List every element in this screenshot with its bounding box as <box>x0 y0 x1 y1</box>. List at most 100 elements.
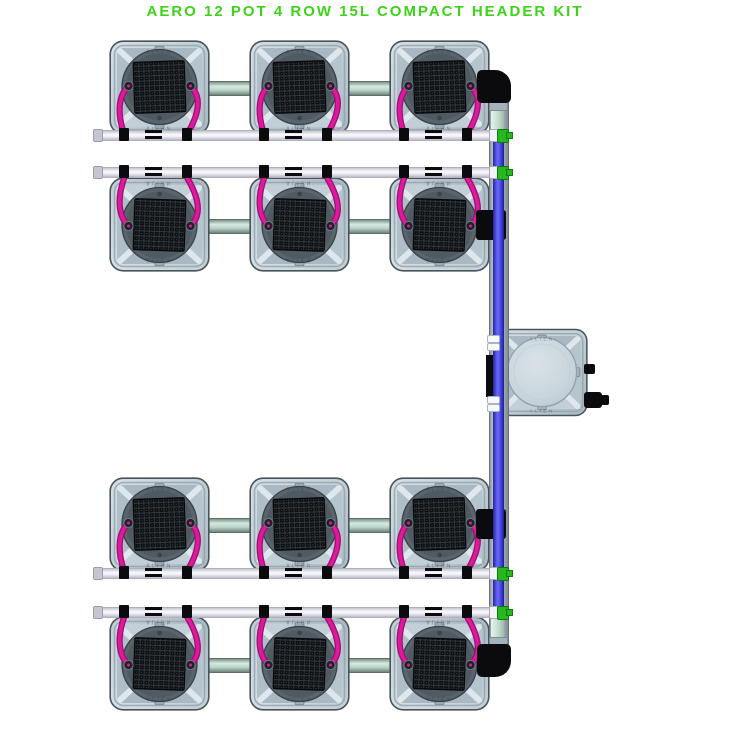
pot-emboss-bottom: ALIEN <box>426 619 452 625</box>
elbow-fitting-bottom <box>477 644 511 677</box>
pot-foot-mark <box>425 568 442 577</box>
tube-clamp-fitting <box>119 605 129 618</box>
pot: ALIEN ALIEN <box>389 40 490 135</box>
drain-end-cap <box>93 567 103 580</box>
header-coupling <box>486 355 495 397</box>
pot-emboss-top: ALIEN <box>426 50 452 56</box>
header-lid <box>506 336 578 408</box>
root-mesh-icon <box>132 497 187 551</box>
pot-foot-mark <box>285 568 302 577</box>
root-mesh-icon <box>132 60 187 114</box>
pot: ALIEN ALIEN <box>389 177 490 272</box>
pot: ALIEN ALIEN <box>389 616 490 711</box>
drain-valve-arm <box>506 132 513 139</box>
root-mesh-icon <box>272 637 327 691</box>
pot-emboss-top: ALIEN <box>286 257 312 263</box>
tube-clamp-fitting <box>182 566 192 579</box>
pot-foot-mark <box>145 607 162 616</box>
pot-foot-mark <box>425 607 442 616</box>
pot-emboss-bottom: ALIEN <box>426 564 452 570</box>
pot-emboss-bottom: ALIEN <box>286 564 312 570</box>
pot-emboss-bottom: ALIEN <box>426 180 452 186</box>
pot-emboss-bottom: ALIEN <box>146 619 172 625</box>
pot-emboss-top: ALIEN <box>286 696 312 702</box>
pot-foot-mark <box>285 130 302 139</box>
root-mesh-icon <box>412 198 467 252</box>
pot-emboss-bottom: ALIEN <box>286 127 312 133</box>
pot: ALIEN ALIEN <box>109 177 210 272</box>
pot-foot-mark <box>285 607 302 616</box>
pot: ALIEN ALIEN <box>249 477 350 572</box>
header-emboss-top: ALIEN <box>529 337 554 343</box>
tube-clamp-fitting <box>259 566 269 579</box>
header-port-small <box>584 364 595 374</box>
pipe-pale-segment-top <box>491 108 504 134</box>
tube-clamp-fitting <box>259 605 269 618</box>
pot-emboss-bottom: ALIEN <box>146 180 172 186</box>
tube-clamp-fitting <box>399 165 409 178</box>
root-mesh-icon <box>272 497 327 551</box>
root-mesh-icon <box>412 637 467 691</box>
root-mesh-icon <box>132 198 187 252</box>
root-mesh-icon <box>272 60 327 114</box>
pot-foot-mark <box>285 167 302 176</box>
drain-end-cap <box>93 166 103 179</box>
pot-emboss-top: ALIEN <box>286 50 312 56</box>
pot: ALIEN ALIEN <box>249 40 350 135</box>
tube-clamp-fitting <box>462 605 472 618</box>
tube-clamp-fitting <box>399 605 409 618</box>
header-port-tip <box>600 395 609 405</box>
root-mesh-icon <box>272 198 327 252</box>
tube-clamp-fitting <box>322 128 332 141</box>
header-emboss-bottom: ALIEN <box>529 408 554 414</box>
root-mesh-icon <box>412 497 467 551</box>
pot-emboss-top: ALIEN <box>426 487 452 493</box>
tube-clamp-fitting <box>119 165 129 178</box>
pot: ALIEN ALIEN <box>249 616 350 711</box>
tube-clamp-fitting <box>399 566 409 579</box>
pot-emboss-top: ALIEN <box>426 257 452 263</box>
pot-emboss-bottom: ALIEN <box>286 180 312 186</box>
tube-clamp-fitting <box>462 128 472 141</box>
elbow-fitting-top <box>477 70 511 103</box>
header-unit: ALIEN ALIEN <box>496 326 588 419</box>
pot-foot-mark <box>425 130 442 139</box>
pot-foot-mark <box>145 130 162 139</box>
pot-emboss-bottom: ALIEN <box>146 127 172 133</box>
feed-line-blue <box>493 134 504 608</box>
pot-foot-mark <box>145 167 162 176</box>
tube-clamp-fitting <box>182 128 192 141</box>
tube-clamp-fitting <box>259 165 269 178</box>
drain-end-cap <box>93 606 103 619</box>
pot-emboss-bottom: ALIEN <box>426 127 452 133</box>
tube-clamp-fitting <box>322 605 332 618</box>
header-white-fitting <box>487 335 500 343</box>
pot: ALIEN ALIEN <box>109 616 210 711</box>
drain-valve-arm <box>506 169 513 176</box>
pot-emboss-top: ALIEN <box>146 696 172 702</box>
header-port-large <box>584 392 602 408</box>
tube-clamp-fitting <box>182 165 192 178</box>
pot-emboss-top: ALIEN <box>426 696 452 702</box>
pot-foot-mark <box>145 568 162 577</box>
tube-clamp-fitting <box>259 128 269 141</box>
pot: ALIEN ALIEN <box>109 477 210 572</box>
pot-emboss-top: ALIEN <box>146 50 172 56</box>
tube-clamp-fitting <box>399 128 409 141</box>
drain-valve-arm <box>506 609 513 616</box>
tube-clamp-fitting <box>462 566 472 579</box>
tube-clamp-fitting <box>322 165 332 178</box>
pot-emboss-bottom: ALIEN <box>286 619 312 625</box>
tube-clamp-fitting <box>462 165 472 178</box>
tube-clamp-fitting <box>322 566 332 579</box>
pot-emboss-top: ALIEN <box>146 487 172 493</box>
pot-emboss-top: ALIEN <box>286 487 312 493</box>
header-white-fitting <box>487 404 500 412</box>
pot: ALIEN ALIEN <box>109 40 210 135</box>
tube-clamp-fitting <box>182 605 192 618</box>
pot: ALIEN ALIEN <box>389 477 490 572</box>
root-mesh-icon <box>412 60 467 114</box>
root-mesh-icon <box>132 637 187 691</box>
pot: ALIEN ALIEN <box>249 177 350 272</box>
